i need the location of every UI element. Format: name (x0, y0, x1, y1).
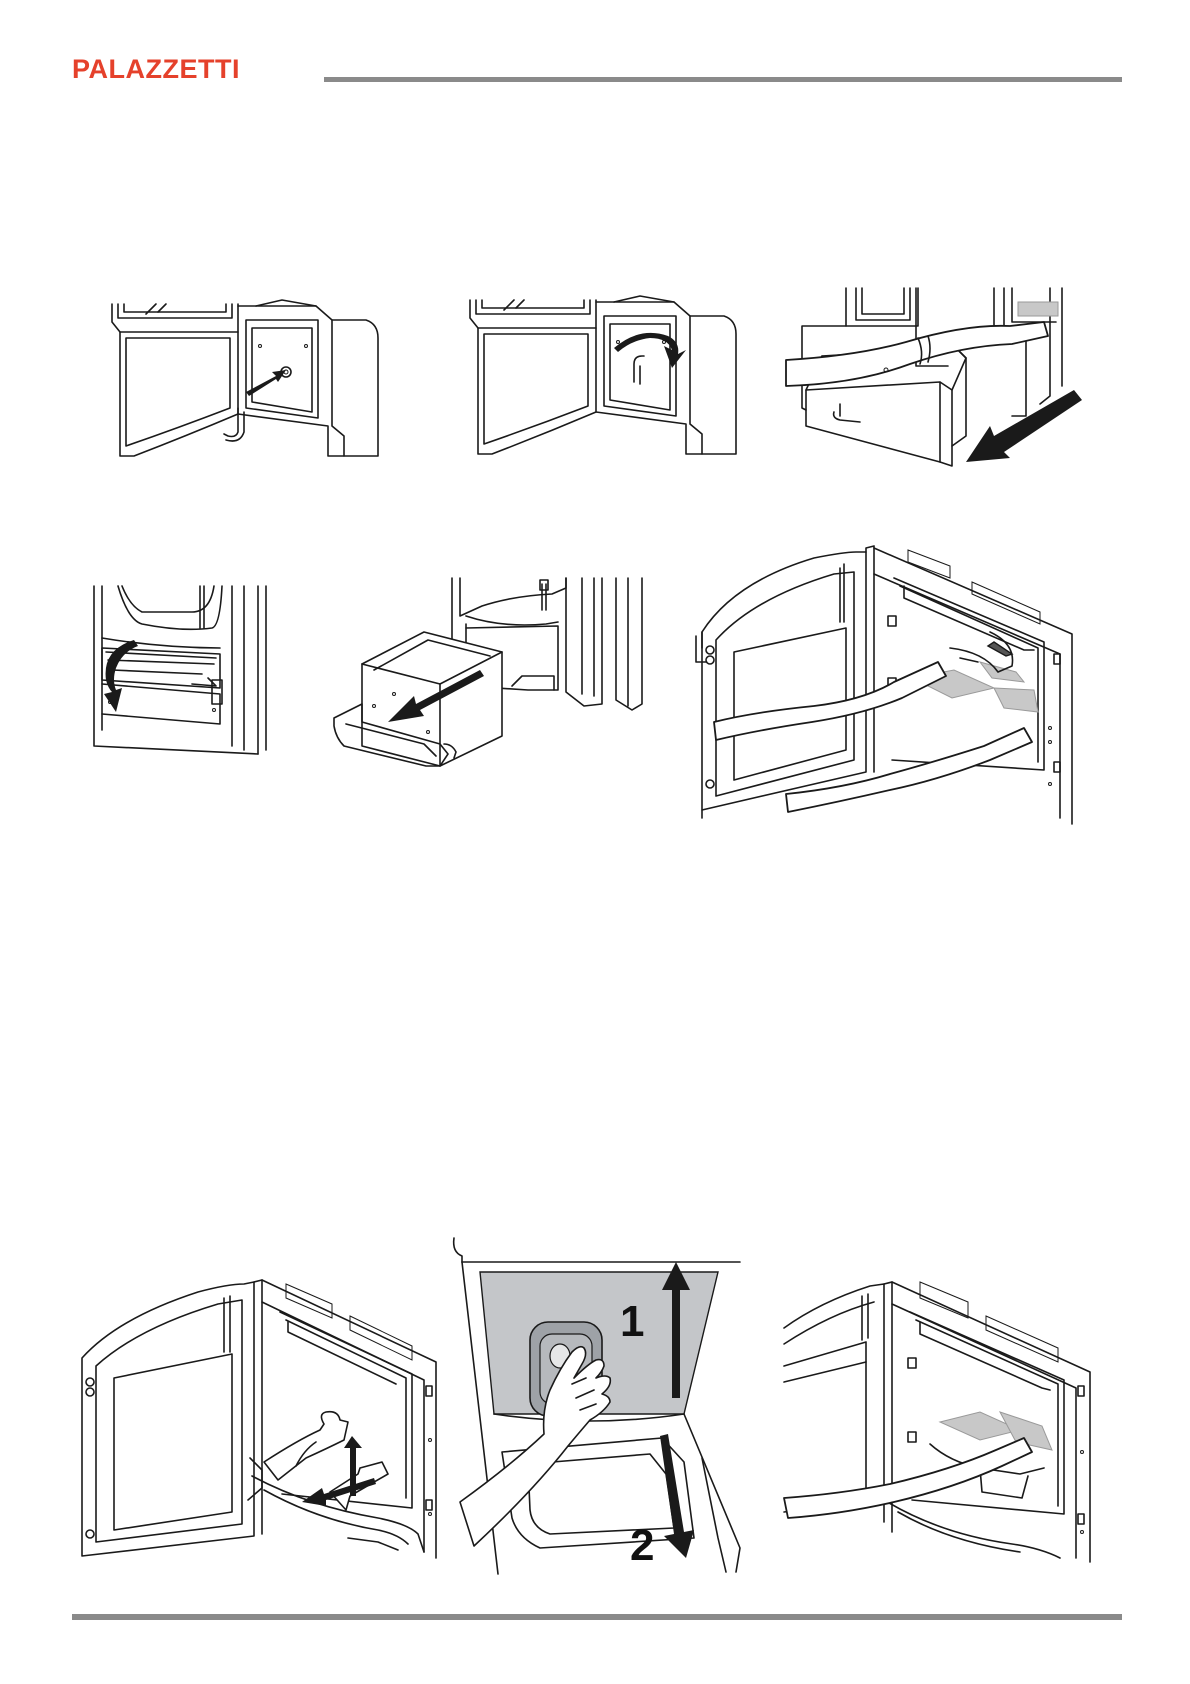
figure-vacuum-firebox (694, 522, 1088, 824)
figure-vacuum-ash-drawer (786, 286, 1096, 472)
step-2-label: 2 (630, 1521, 654, 1570)
figure-remove-baffle (78, 1262, 450, 1562)
figure-open-lower-door (82, 584, 278, 756)
vacuum-hose-icon (786, 728, 1032, 812)
vacuum-hose-icon (786, 322, 1048, 386)
figure-handle-steps: 1 2 (450, 1238, 740, 1574)
figure-vacuum-grate (780, 1262, 1100, 1562)
footer-rule (72, 1614, 1122, 1620)
step-1-label: 1 (620, 1297, 644, 1346)
vacuum-hose-icon (784, 1438, 1032, 1518)
arrow-icon (966, 390, 1082, 462)
header-rule (324, 77, 1122, 82)
figure-turn-key (464, 292, 754, 464)
vacuum-hose-icon (714, 662, 946, 740)
brand-logo: PALAZZETTI (72, 56, 240, 83)
figure-remove-ash-drawer (332, 576, 654, 772)
figure-insert-key (106, 296, 396, 466)
